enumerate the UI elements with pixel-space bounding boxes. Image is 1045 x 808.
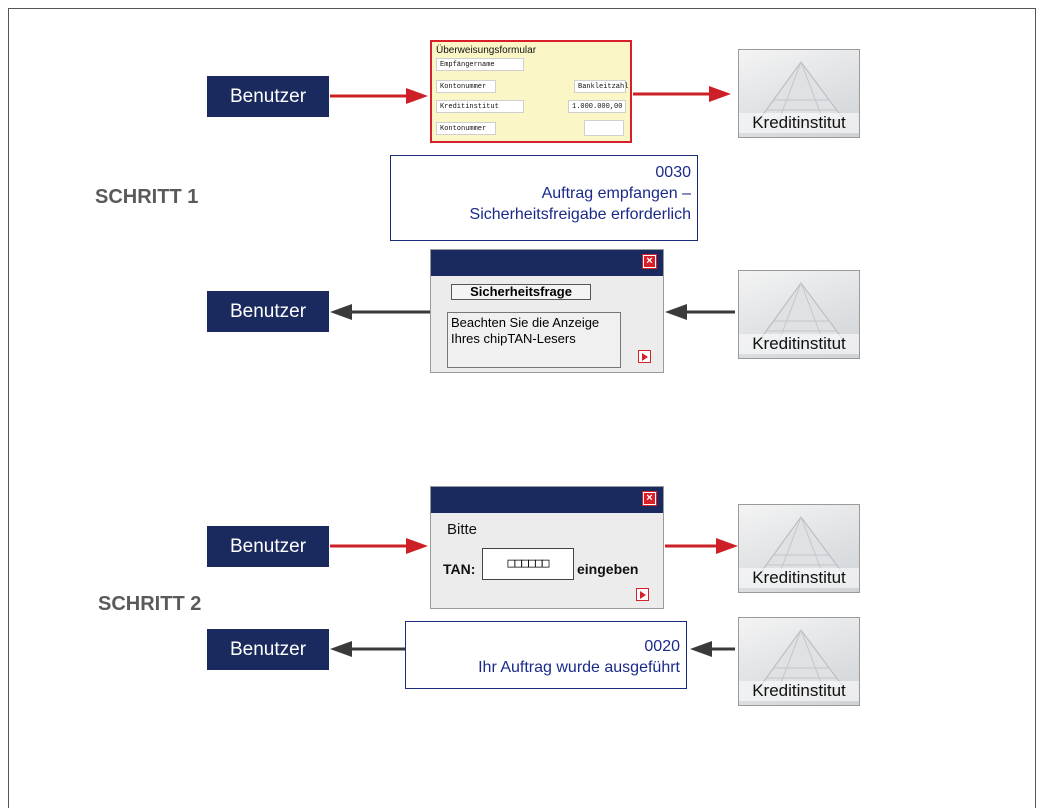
- red-arrow-right-3: [330, 538, 428, 554]
- security-message: Beachten Sie die Anzeige Ihres chipTAN-L…: [447, 312, 621, 368]
- red-arrow-right-1: [330, 88, 428, 104]
- account-number-field-2: Kontonummer: [436, 122, 496, 135]
- dialog-title-bar: ×: [431, 250, 663, 276]
- recipient-name-field: Empfängername: [436, 58, 524, 71]
- tan-input[interactable]: □□□□□□: [482, 548, 574, 580]
- close-icon[interactable]: ×: [642, 491, 657, 506]
- gray-arrow-left-4: [690, 641, 735, 657]
- bank-label: Kreditinstitut: [739, 681, 859, 701]
- bank-label: Kreditinstitut: [739, 568, 859, 588]
- red-arrow-right-4: [665, 538, 738, 554]
- tan-label: TAN:: [443, 561, 476, 577]
- message-box-0030: 0030 Auftrag empfangen – Sicherheitsfrei…: [390, 155, 698, 241]
- gray-arrow-left-3: [330, 641, 405, 657]
- gray-arrow-left-1: [330, 304, 430, 320]
- red-arrow-right-2: [633, 86, 731, 102]
- security-question-heading: Sicherheitsfrage: [451, 284, 591, 300]
- form-title: Überweisungsformular: [436, 45, 537, 56]
- user-box-row4: Benutzer: [207, 629, 329, 670]
- message-line-2: Sicherheitsfreigabe erforderlich: [469, 206, 691, 223]
- bank-box-row1: Kreditinstitut: [738, 49, 860, 138]
- tan-prompt-line: Bitte: [447, 521, 478, 538]
- tan-dialog: × Bitte TAN: □□□□□□ eingeben: [430, 486, 664, 609]
- credit-institution-field: Kreditinstitut: [436, 100, 524, 113]
- dialog-title-bar: ×: [431, 487, 663, 513]
- user-box-row2: Benutzer: [207, 291, 329, 332]
- play-icon[interactable]: [636, 588, 649, 601]
- tan-suffix: eingeben: [577, 561, 639, 577]
- bank-label: Kreditinstitut: [739, 113, 859, 133]
- user-box-row3: Benutzer: [207, 526, 329, 567]
- step-2-label: SCHRITT 2: [98, 593, 202, 615]
- diagram-frame: [8, 8, 1036, 808]
- transfer-form: Überweisungsformular Empfängername Konto…: [430, 40, 632, 143]
- account-number-field: Kontonummer: [436, 80, 496, 93]
- amount-field: 1.000.000,00: [568, 100, 626, 113]
- user-box-row1: Benutzer: [207, 76, 329, 117]
- blank-field: [584, 120, 624, 136]
- building-picture: [758, 516, 845, 576]
- step-1-label: SCHRITT 1: [95, 186, 199, 208]
- play-icon[interactable]: [638, 350, 651, 363]
- message-line-1: Ihr Auftrag wurde ausgeführt: [478, 659, 680, 676]
- building-picture: [758, 61, 845, 121]
- bank-box-row3: Kreditinstitut: [738, 504, 860, 593]
- bank-box-row2: Kreditinstitut: [738, 270, 860, 359]
- bank-box-row4: Kreditinstitut: [738, 617, 860, 706]
- security-dialog: × Sicherheitsfrage Beachten Sie die Anze…: [430, 249, 664, 373]
- gray-arrow-left-2: [665, 304, 735, 320]
- bank-label: Kreditinstitut: [739, 334, 859, 354]
- close-icon[interactable]: ×: [642, 254, 657, 269]
- message-code: 0020: [644, 638, 680, 655]
- message-line-1: Auftrag empfangen –: [541, 185, 691, 202]
- message-box-0020: 0020 Ihr Auftrag wurde ausgeführt: [405, 621, 687, 689]
- message-code: 0030: [655, 164, 691, 181]
- bank-code-field: Bankleitzahl: [574, 80, 628, 93]
